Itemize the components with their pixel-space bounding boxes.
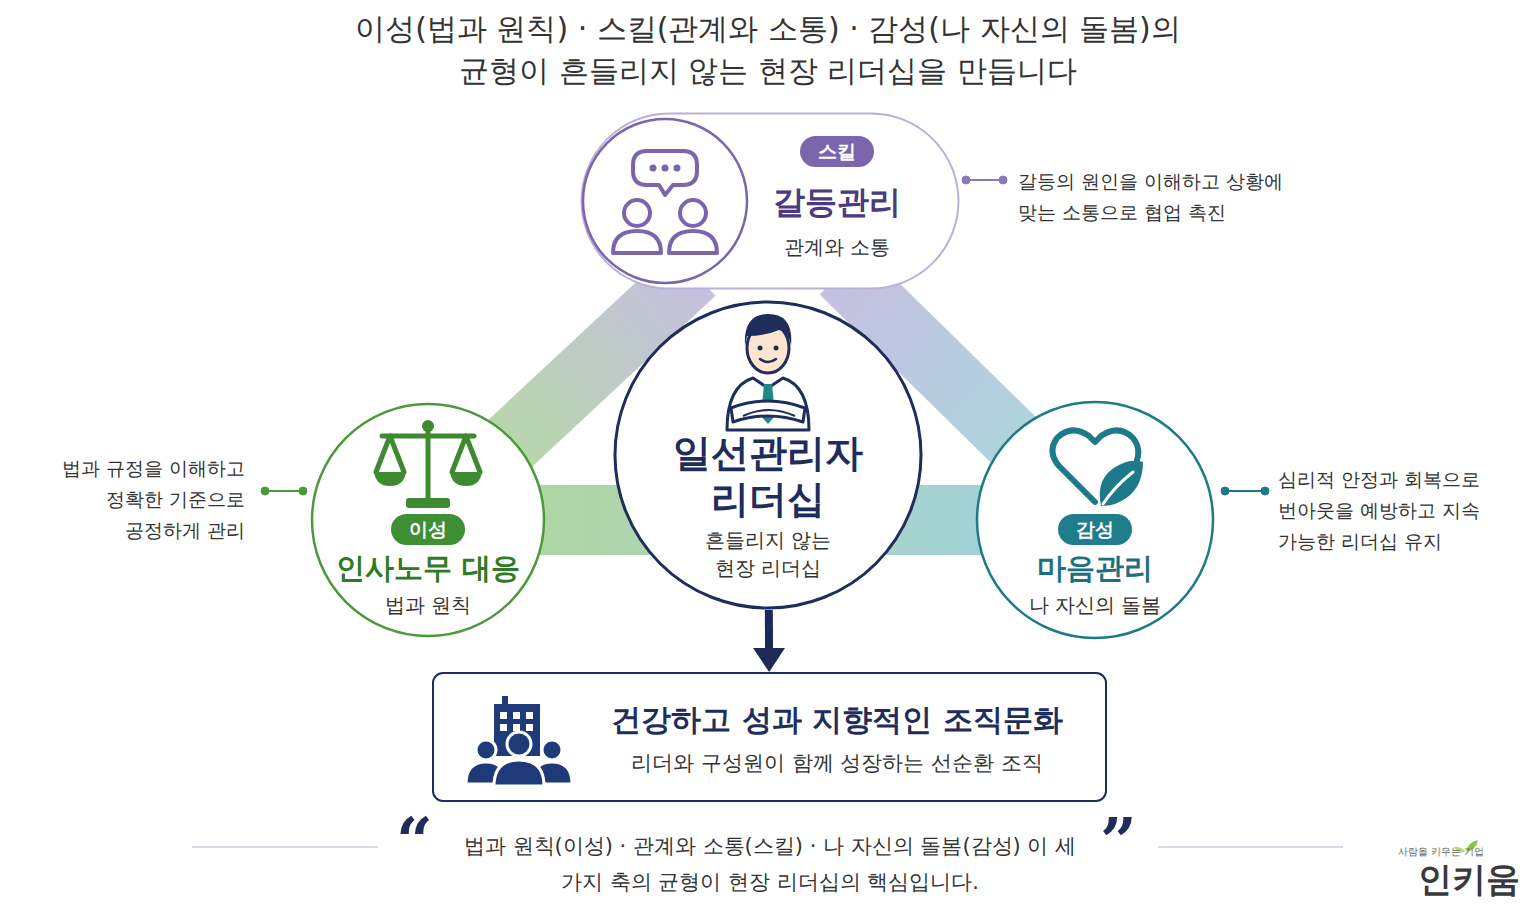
node-subtext: 나 자신의 돌봄 [995, 592, 1195, 618]
badge-row: 스킬 [757, 136, 917, 167]
leader-left [261, 487, 307, 495]
connector-arrow [753, 610, 785, 672]
logo-wordmark: 인키움 [1418, 858, 1520, 900]
node-subtext: 흔들리지 않는 현장 리더십 [688, 526, 848, 582]
arrow-shaft [765, 610, 773, 648]
arrow-head [753, 648, 785, 672]
callout-text: 갈등의 원인을 이해하고 상황에 맞는 소통으로 협업 촉진 [1018, 166, 1308, 228]
category-badge: 스킬 [800, 136, 874, 167]
skill-pill: 스킬갈등관리관계와 소통 [580, 112, 960, 290]
chat-people-icon [585, 121, 745, 281]
caption-rule-left [192, 846, 378, 848]
circle-outline [312, 404, 544, 636]
leader-top-right [962, 176, 1007, 184]
reason-circle: 이성인사노무 대응법과 원칙 [310, 398, 546, 642]
circle-outline [615, 302, 921, 608]
caption-quote: 법과 원칙(이성) · 관계와 소통(스킬) · 나 자신의 돌봄(감성) 이 … [460, 828, 1080, 900]
node-subtext: 법과 원칙 [328, 592, 528, 618]
box-subtext: 리더와 구성원이 함께 성장하는 선순환 조직 [592, 750, 1082, 777]
heart-leaf-icon [1045, 422, 1145, 512]
scale-icon [368, 416, 488, 516]
circle-outline [977, 402, 1213, 638]
badge-row: 감성 [1035, 514, 1155, 545]
node-subtext: 관계와 소통 [737, 234, 937, 260]
leadership-circle: 일선관리자 리더십흔들리지 않는 현장 리더십 [613, 300, 923, 610]
node-heading: 일선관리자 리더십 [663, 430, 873, 522]
category-badge: 감성 [1058, 514, 1132, 545]
manager-figure [713, 304, 823, 434]
rect-outline [433, 673, 1106, 801]
emotion-circle: 감성마음관리나 자신의 돌봄 [975, 398, 1215, 642]
node-heading: 인사노무 대응 [316, 550, 540, 588]
diagram-title: 이성(법과 원칙) · 스킬(관계와 소통) · 감성(나 자신의 돌봄)의 균… [318, 8, 1218, 92]
leader-right [1221, 487, 1269, 495]
node-heading: 마음관리 [983, 550, 1207, 588]
badge-row: 이성 [368, 514, 488, 545]
logo-tagline: 사람을 키우는 기업 [1398, 846, 1484, 858]
pill-outline [582, 114, 959, 289]
node-heading: 갈등관리 [737, 182, 937, 224]
culture-box: 건강하고 성과 지향적인 조직문화리더와 구성원이 함께 성장하는 선순환 조직 [432, 672, 1107, 802]
icon-ring [583, 119, 747, 283]
box-heading: 건강하고 성과 지향적인 조직문화 [592, 700, 1082, 739]
caption-rule-right [1158, 846, 1343, 848]
quote-mark: ” [1100, 806, 1137, 876]
organization-icon [464, 692, 574, 787]
category-badge: 이성 [391, 514, 465, 545]
quote-mark: “ [396, 806, 433, 876]
callout-text: 심리적 안정과 회복으로 번아웃을 예방하고 지속 가능한 리더십 유지 [1278, 464, 1498, 557]
callout-text: 법과 규정을 이해하고 정확한 기준으로 공정하게 관리 [50, 453, 245, 546]
